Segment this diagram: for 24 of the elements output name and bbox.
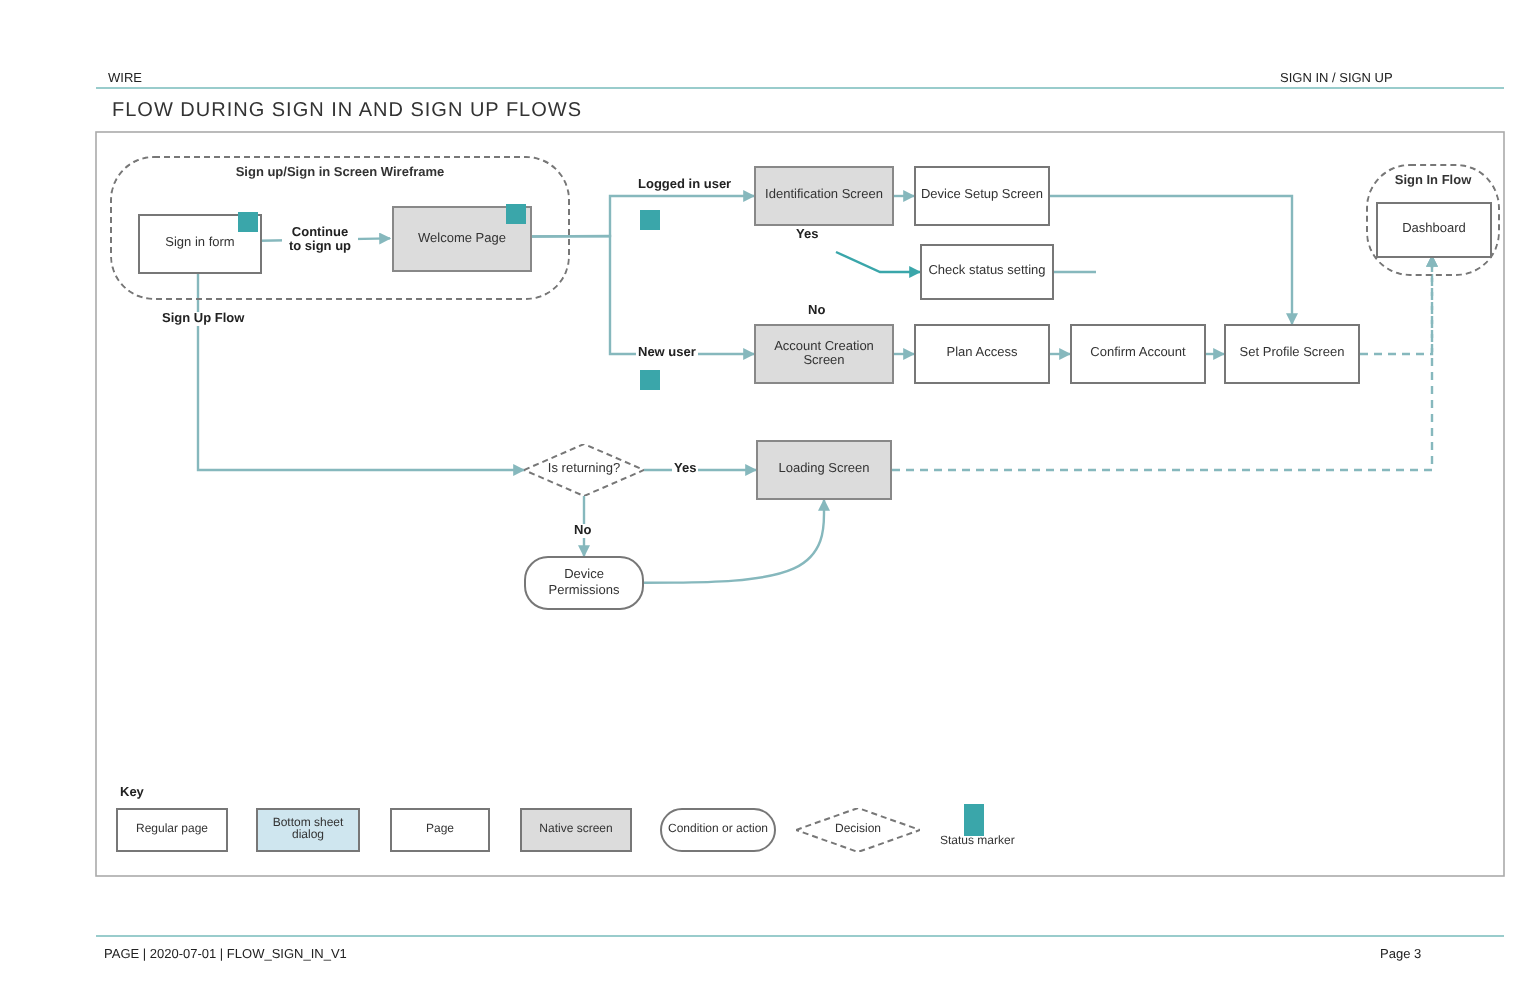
connector-arrow: [1206, 348, 1226, 360]
screen-box: [138, 214, 262, 274]
native-screen-box: [754, 324, 894, 384]
screen-box: [1070, 324, 1206, 384]
screen-box: [920, 244, 1054, 300]
connector-arrow: [835, 250, 922, 278]
screen-box: [1224, 324, 1360, 384]
connector-arrow: [1050, 348, 1072, 360]
connector-arrow: [894, 190, 916, 202]
screen-box: [914, 324, 1050, 384]
connector-arrow: [644, 498, 830, 584]
screen-box: [914, 166, 1050, 226]
native-screen-box: [754, 166, 894, 226]
connector-arrow: [892, 254, 1438, 472]
connector-arrow: [196, 272, 526, 476]
screen-group: [1366, 164, 1500, 276]
screen-box: [1376, 202, 1492, 258]
connector-arrow: [578, 496, 590, 558]
native-screen-box: [756, 440, 892, 500]
native-screen-box: [392, 206, 532, 272]
action-pill: [524, 556, 644, 610]
connector-arrow: [1050, 194, 1298, 326]
connector-arrow: [894, 348, 916, 360]
page-title: FLOW DURING SIGN IN AND SIGN UP FLOWS: [112, 100, 583, 122]
